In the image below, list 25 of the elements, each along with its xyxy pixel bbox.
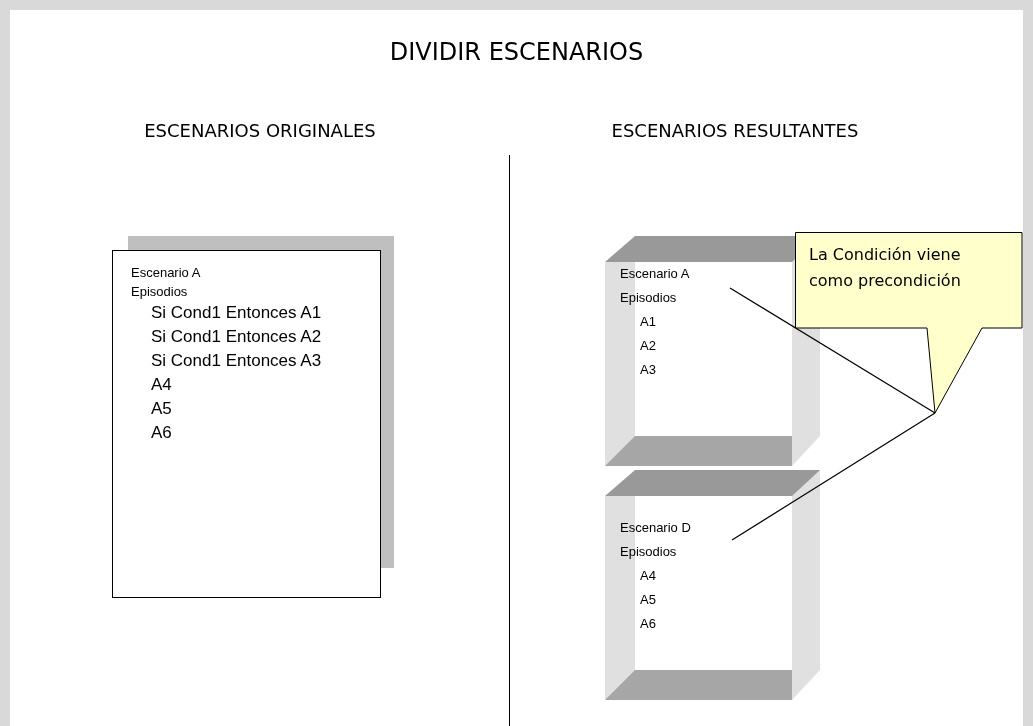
scenario-line: Escenario D <box>620 519 692 537</box>
scenario-line: Si Cond1 Entonces A2 <box>150 326 323 348</box>
scenario-line: A1 <box>639 313 657 331</box>
section-heading: ESCENARIOS ORIGINALES <box>143 120 377 141</box>
scenario-line: Episodios <box>620 543 678 561</box>
section-heading: ESCENARIOS RESULTANTES <box>610 120 860 141</box>
scenario-line: Si Cond1 Entonces A3 <box>150 350 323 372</box>
speech-callout: La Condición viene como precondición <box>795 232 1023 414</box>
scenario-line: A5 <box>639 591 657 609</box>
scenario-line: A4 <box>150 374 173 396</box>
scenario-line: A6 <box>150 422 173 444</box>
scenario-line: Si Cond1 Entonces A1 <box>150 302 323 324</box>
scenario-line: Episodios <box>131 283 189 301</box>
scenario-line: Escenario A <box>620 265 691 283</box>
scenario-line: A4 <box>639 567 657 585</box>
scenario-line: Episodios <box>620 289 678 307</box>
diagram-title: DIVIDIR ESCENARIOS <box>388 38 645 66</box>
scenario-line: Escenario A <box>131 264 202 282</box>
scenario-line: A5 <box>150 398 173 420</box>
leader-line <box>729 287 936 414</box>
scenario-line: A2 <box>639 337 657 355</box>
leader-line <box>731 412 936 541</box>
scenario-line: A3 <box>639 361 657 379</box>
scenario-page <box>112 250 381 598</box>
scenario-line: A6 <box>639 615 657 633</box>
